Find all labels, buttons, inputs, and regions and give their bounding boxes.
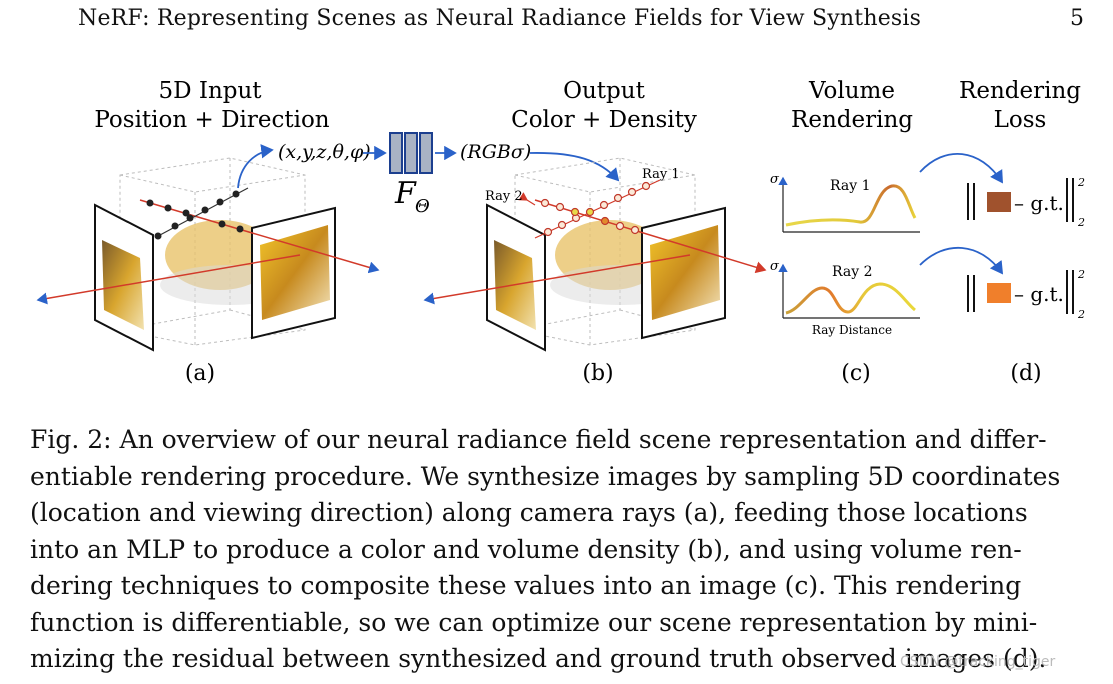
- ray-a-1: [36, 254, 301, 305]
- ray-2-label-b: Ray 2: [485, 189, 523, 204]
- panel-a: 5D Input Position + Direction (x,y,z,θ,φ…: [36, 78, 387, 386]
- mlp-subscript: Θ: [415, 196, 430, 217]
- ray-distance-label: Ray Distance: [812, 323, 892, 337]
- mlp-block: F Θ: [389, 132, 457, 217]
- figure-caption: Fig. 2: An overview of our neural radian…: [30, 422, 1088, 678]
- panel-c-caption: (c): [841, 361, 871, 386]
- rendered-color-1: [987, 192, 1011, 212]
- input-coordinates-label: (x,y,z,θ,φ): [278, 141, 371, 163]
- panel-c-title-2: Rendering: [791, 107, 913, 133]
- panel-c: Volume Rendering σ Ray 1 σ Ray 2 Ray Dis…: [770, 78, 920, 386]
- panel-a-title-1: 5D Input: [158, 78, 262, 104]
- panel-d-title-2: Loss: [994, 107, 1047, 133]
- caption-line: entiable rendering procedure. We synthes…: [30, 461, 1061, 491]
- loss-term-2: – g.t. 2 2: [967, 268, 1085, 321]
- sample-points-b: [540, 181, 651, 237]
- arrow-to-input: [237, 144, 274, 189]
- gt-label-1: – g.t.: [1014, 191, 1064, 215]
- ray-1-label-c: Ray 1: [830, 178, 870, 194]
- gt-label-2: – g.t.: [1014, 282, 1064, 306]
- nerf-overview-figure: 5D Input Position + Direction (x,y,z,θ,φ…: [36, 78, 1085, 386]
- density-plot-ray-1: σ Ray 1: [770, 172, 920, 233]
- panel-c-title-1: Volume: [808, 78, 895, 104]
- mlp-label: F: [394, 176, 417, 211]
- caption-line: Fig. 2: An overview of our neural radian…: [30, 425, 1047, 454]
- sigma-label-1: σ: [770, 172, 780, 187]
- exponent-1: 2: [1077, 176, 1085, 189]
- caption-line: function is differentiable, so we can op…: [30, 607, 1038, 637]
- panel-b: Output Color + Density (RGBσ) Ray 1 Ray …: [423, 78, 767, 386]
- rendered-color-2: [987, 283, 1011, 303]
- panel-d-title-1: Rendering: [959, 78, 1081, 104]
- sample-points-a: [146, 190, 244, 240]
- caption-line: mizing the residual between synthesized …: [30, 644, 1047, 673]
- caption-line: into an MLP to produce a color and volum…: [30, 534, 1022, 564]
- subscript-2: 2: [1077, 308, 1085, 321]
- caption-line: dering techniques to composite these val…: [30, 571, 1022, 600]
- panel-d: Rendering Loss – g.t. 2 2 – g.t. 2 2 (d): [919, 78, 1085, 386]
- caption-line: (location and viewing direction) along c…: [30, 498, 1028, 527]
- watermark: CSDN @tracking_tiger: [900, 654, 1056, 670]
- panel-b-title-2: Color + Density: [511, 107, 697, 133]
- subscript-1: 2: [1077, 216, 1085, 229]
- panel-a-caption: (a): [185, 361, 215, 386]
- density-plot-ray-2: σ Ray 2 Ray Distance: [770, 259, 920, 337]
- exponent-2: 2: [1077, 268, 1085, 281]
- panel-a-title-2: Position + Direction: [94, 107, 329, 133]
- loss-term-1: – g.t. 2 2: [967, 176, 1085, 229]
- output-label: (RGBσ): [460, 141, 531, 163]
- panel-d-caption: (d): [1010, 361, 1041, 386]
- ray-a-2: [139, 199, 380, 274]
- panel-b-title-1: Output: [563, 78, 645, 104]
- ray-1-label-b: Ray 1: [642, 167, 680, 182]
- panel-b-caption: (b): [582, 361, 613, 386]
- page-number: 5: [1070, 6, 1084, 31]
- running-header: NeRF: Representing Scenes as Neural Radi…: [78, 6, 922, 31]
- arrow-to-output: [529, 152, 620, 182]
- ray-b-1: [423, 254, 691, 305]
- sigma-label-2: σ: [770, 259, 780, 274]
- ray-2-label-c: Ray 2: [832, 264, 872, 280]
